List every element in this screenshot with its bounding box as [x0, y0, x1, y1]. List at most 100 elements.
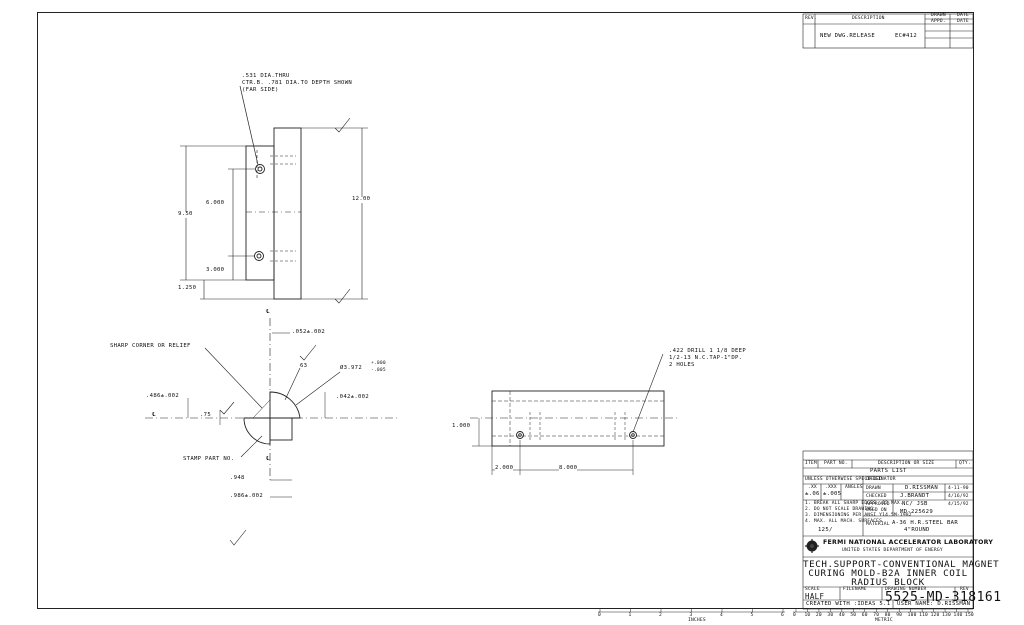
metric-tick-label: 110 [919, 613, 929, 618]
dim-75: .75 [200, 412, 212, 418]
metric-tick-label: 90 [896, 613, 903, 618]
title-line2: CURING MOLD-B2A INNER COIL [808, 568, 968, 579]
metric-tick-label: 100 [907, 613, 917, 618]
dim-1200: 12.00 [352, 196, 371, 203]
inch-tick-label: 5 [750, 613, 754, 618]
dim-63: 63 [300, 363, 308, 369]
drill-note-line3: 2 HOLES [669, 362, 695, 368]
used-on-label: USED ON [866, 508, 887, 513]
parts-item-header: ITEM [805, 461, 817, 466]
parts-qty-header: QTY. [959, 461, 971, 466]
metric-tick-label: 80 [884, 613, 891, 618]
inch-tick-label: 1 [628, 613, 632, 618]
dim-dia: Ø3.972 [340, 365, 363, 371]
hole-note-line1: .531 DIA.THRU [242, 73, 290, 79]
checked-by: J.BRANDT [900, 493, 930, 499]
metric-tick-label: 20 [815, 613, 822, 618]
material-line2: 4"ROUND [904, 527, 930, 533]
rev-date-header: DATE [957, 13, 969, 18]
sharp-corner-note: SHARP CORNER OR RELIEF [110, 343, 191, 349]
rev-description-header: DESCRIPTION [852, 16, 885, 21]
title-line1: TECH.SUPPORT-CONVENTIONAL MAGNET [803, 559, 1000, 570]
metric-tick-label: 140 [953, 613, 963, 618]
tol-angles-label: ANGLES [845, 485, 863, 490]
rev-date2-header: DATE [957, 19, 969, 24]
rev-row-description: NEW DWG.RELEASE [820, 33, 876, 39]
dim-986: .986±.002 [230, 493, 264, 499]
drawing-number-label: DRAWING NUMBER [885, 587, 927, 592]
dim-950: 9.50 [178, 211, 193, 218]
note-3: 3. DIMENSIONING PER ANSI Y14.5M-1982 [805, 513, 912, 518]
scale-inches-label: INCHES [688, 618, 706, 623]
metric-tick-label: 50 [850, 613, 857, 618]
title-line3: RADIUS BLOCK [851, 577, 925, 588]
dim-042: .042±.002 [336, 394, 370, 400]
inch-tick-label: 2 [659, 613, 662, 618]
originator-label: ORIGINATOR [866, 477, 896, 482]
metric-tick-label: 40 [838, 613, 845, 618]
drawn-by: D.RISSMAN [905, 485, 939, 491]
inch-tick-label: 0 [598, 613, 601, 618]
parts-list-caption: PARTS LIST [870, 468, 907, 474]
dim-2000: 2.000 [495, 465, 514, 472]
rev-row-ec: EC#412 [895, 33, 918, 39]
checked-label: CHECKED [866, 494, 887, 499]
dim-948: .948 [230, 475, 245, 481]
scale-ticks [599, 609, 969, 612]
inch-tick-label: 4 [720, 613, 723, 618]
metric-tick-label: 120 [930, 613, 940, 618]
note-1: 1. BREAK ALL SHARP EDGES .03 MAX. [805, 501, 903, 506]
metric-tick-label: 10 [804, 613, 811, 618]
scale-metric-label: METRIC [875, 618, 893, 623]
side-view [145, 318, 400, 546]
lab-name: FERMI NATIONAL ACCELERATOR LABORATORY [823, 539, 994, 546]
dim-dia-tol-minus: -.005 [371, 368, 386, 373]
hole-note-line3: (FAR SIDE) [242, 87, 279, 93]
approved-date: 4/15/92 [948, 502, 969, 507]
checked-date: 4/16/92 [948, 494, 969, 499]
fermilab-logo [805, 539, 819, 553]
dim-3000: 3.000 [206, 267, 225, 274]
centerline-left: ℄ [152, 412, 156, 418]
material-label: MATERIAL [866, 522, 890, 527]
used-on: MD-225629 [900, 509, 934, 515]
dim-1000: 1.000 [452, 423, 471, 430]
unless-note: UNLESS OTHERWISE SPECIFIED [805, 477, 883, 482]
note-4: 4. MAX. ALL MACH. SURFACES [805, 519, 883, 524]
drawing-border [37, 12, 974, 609]
title-block-lines [802, 450, 974, 610]
finish-mark: 125/ [818, 527, 833, 533]
drawn-date: 4-11-90 [948, 486, 969, 491]
scale-label: SCALE [805, 587, 820, 592]
metric-tick-label: 60 [861, 613, 868, 618]
revision-block-lines [802, 13, 974, 49]
scale-value: HALF [805, 592, 825, 601]
drill-note-line1: .422 DRILL 1 1/8 DEEP [669, 348, 747, 354]
dim-6000: 6.000 [206, 200, 225, 207]
tol-xxx-label: .XXX [825, 485, 837, 490]
dim-dia-tol-plus: +.000 [371, 361, 386, 366]
drill-note-line2: 1/2-13 N.C.TAP-1"DP. [669, 355, 743, 361]
parts-partno-header: PART NO. [824, 461, 848, 466]
inch-tick-label: 6 [781, 613, 784, 618]
metric-tick-label: 70 [873, 613, 880, 618]
lab-sub: UNITED STATES DEPARTMENT OF ENERGY [842, 548, 943, 553]
tol-xx: ±.06 [805, 491, 820, 497]
dim-052: .052±.002 [292, 329, 326, 335]
filename-label: FILENAME [843, 587, 867, 592]
material-line1: A-36 H.R.STEEL BAR [892, 520, 959, 526]
top-view [180, 85, 368, 304]
rev-appd-header: APPD. [931, 19, 946, 24]
rev-header: REV. [805, 16, 817, 21]
parts-desc-header: DESCRIPTION OR SIZE [878, 461, 935, 466]
stamp-part-note: STAMP PART NO. [183, 456, 235, 462]
user-name: USER NAME: D.RISSMAN [897, 601, 971, 607]
metric-tick-label: 130 [942, 613, 951, 618]
created-with: CREATED WITH :IDEAS 5.1 [806, 601, 891, 607]
dim-8000: 8.000 [559, 465, 578, 472]
metric-tick-label: 0 [793, 613, 796, 618]
drawn-label: DRAWN [866, 486, 881, 491]
metric-tick-label: 150 [965, 613, 974, 618]
dim-1250: 1.250 [178, 285, 197, 292]
